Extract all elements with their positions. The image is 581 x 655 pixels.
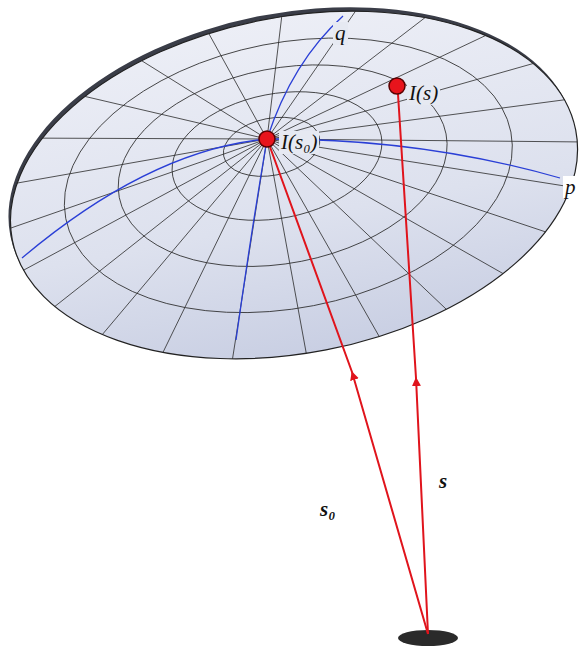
- mesh-ring: [101, 38, 465, 293]
- curve-label: q: [333, 22, 348, 45]
- curve-label: p: [563, 176, 578, 199]
- mesh-radial: [267, 139, 503, 274]
- sample-point: [389, 78, 405, 94]
- mesh-radial: [209, 34, 267, 139]
- mesh-radial: [267, 139, 379, 336]
- point-label: I(s₀): [279, 131, 319, 154]
- mesh-radial: [142, 61, 267, 139]
- mesh-radial: [43, 138, 267, 140]
- vector-label: s₀: [318, 498, 338, 521]
- mesh-radial: [267, 11, 355, 139]
- mesh-radial: [85, 96, 267, 139]
- point-label: I(s): [407, 82, 440, 105]
- mesh-radial: [102, 139, 267, 335]
- mesh-radial: [24, 139, 267, 270]
- q-curve: [236, 16, 343, 340]
- p-curve: [22, 139, 560, 258]
- mesh-ring: [40, 2, 536, 349]
- mesh-radial: [163, 139, 267, 352]
- vector-label: s: [437, 470, 449, 493]
- sample-point: [259, 131, 275, 147]
- mesh-radial: [267, 35, 486, 139]
- mesh-radial: [55, 139, 267, 306]
- mesh-radial: [267, 139, 306, 353]
- ray: [270, 147, 428, 634]
- mesh-radial: [267, 18, 425, 139]
- ray: [398, 94, 428, 634]
- mesh-radial: [11, 139, 267, 228]
